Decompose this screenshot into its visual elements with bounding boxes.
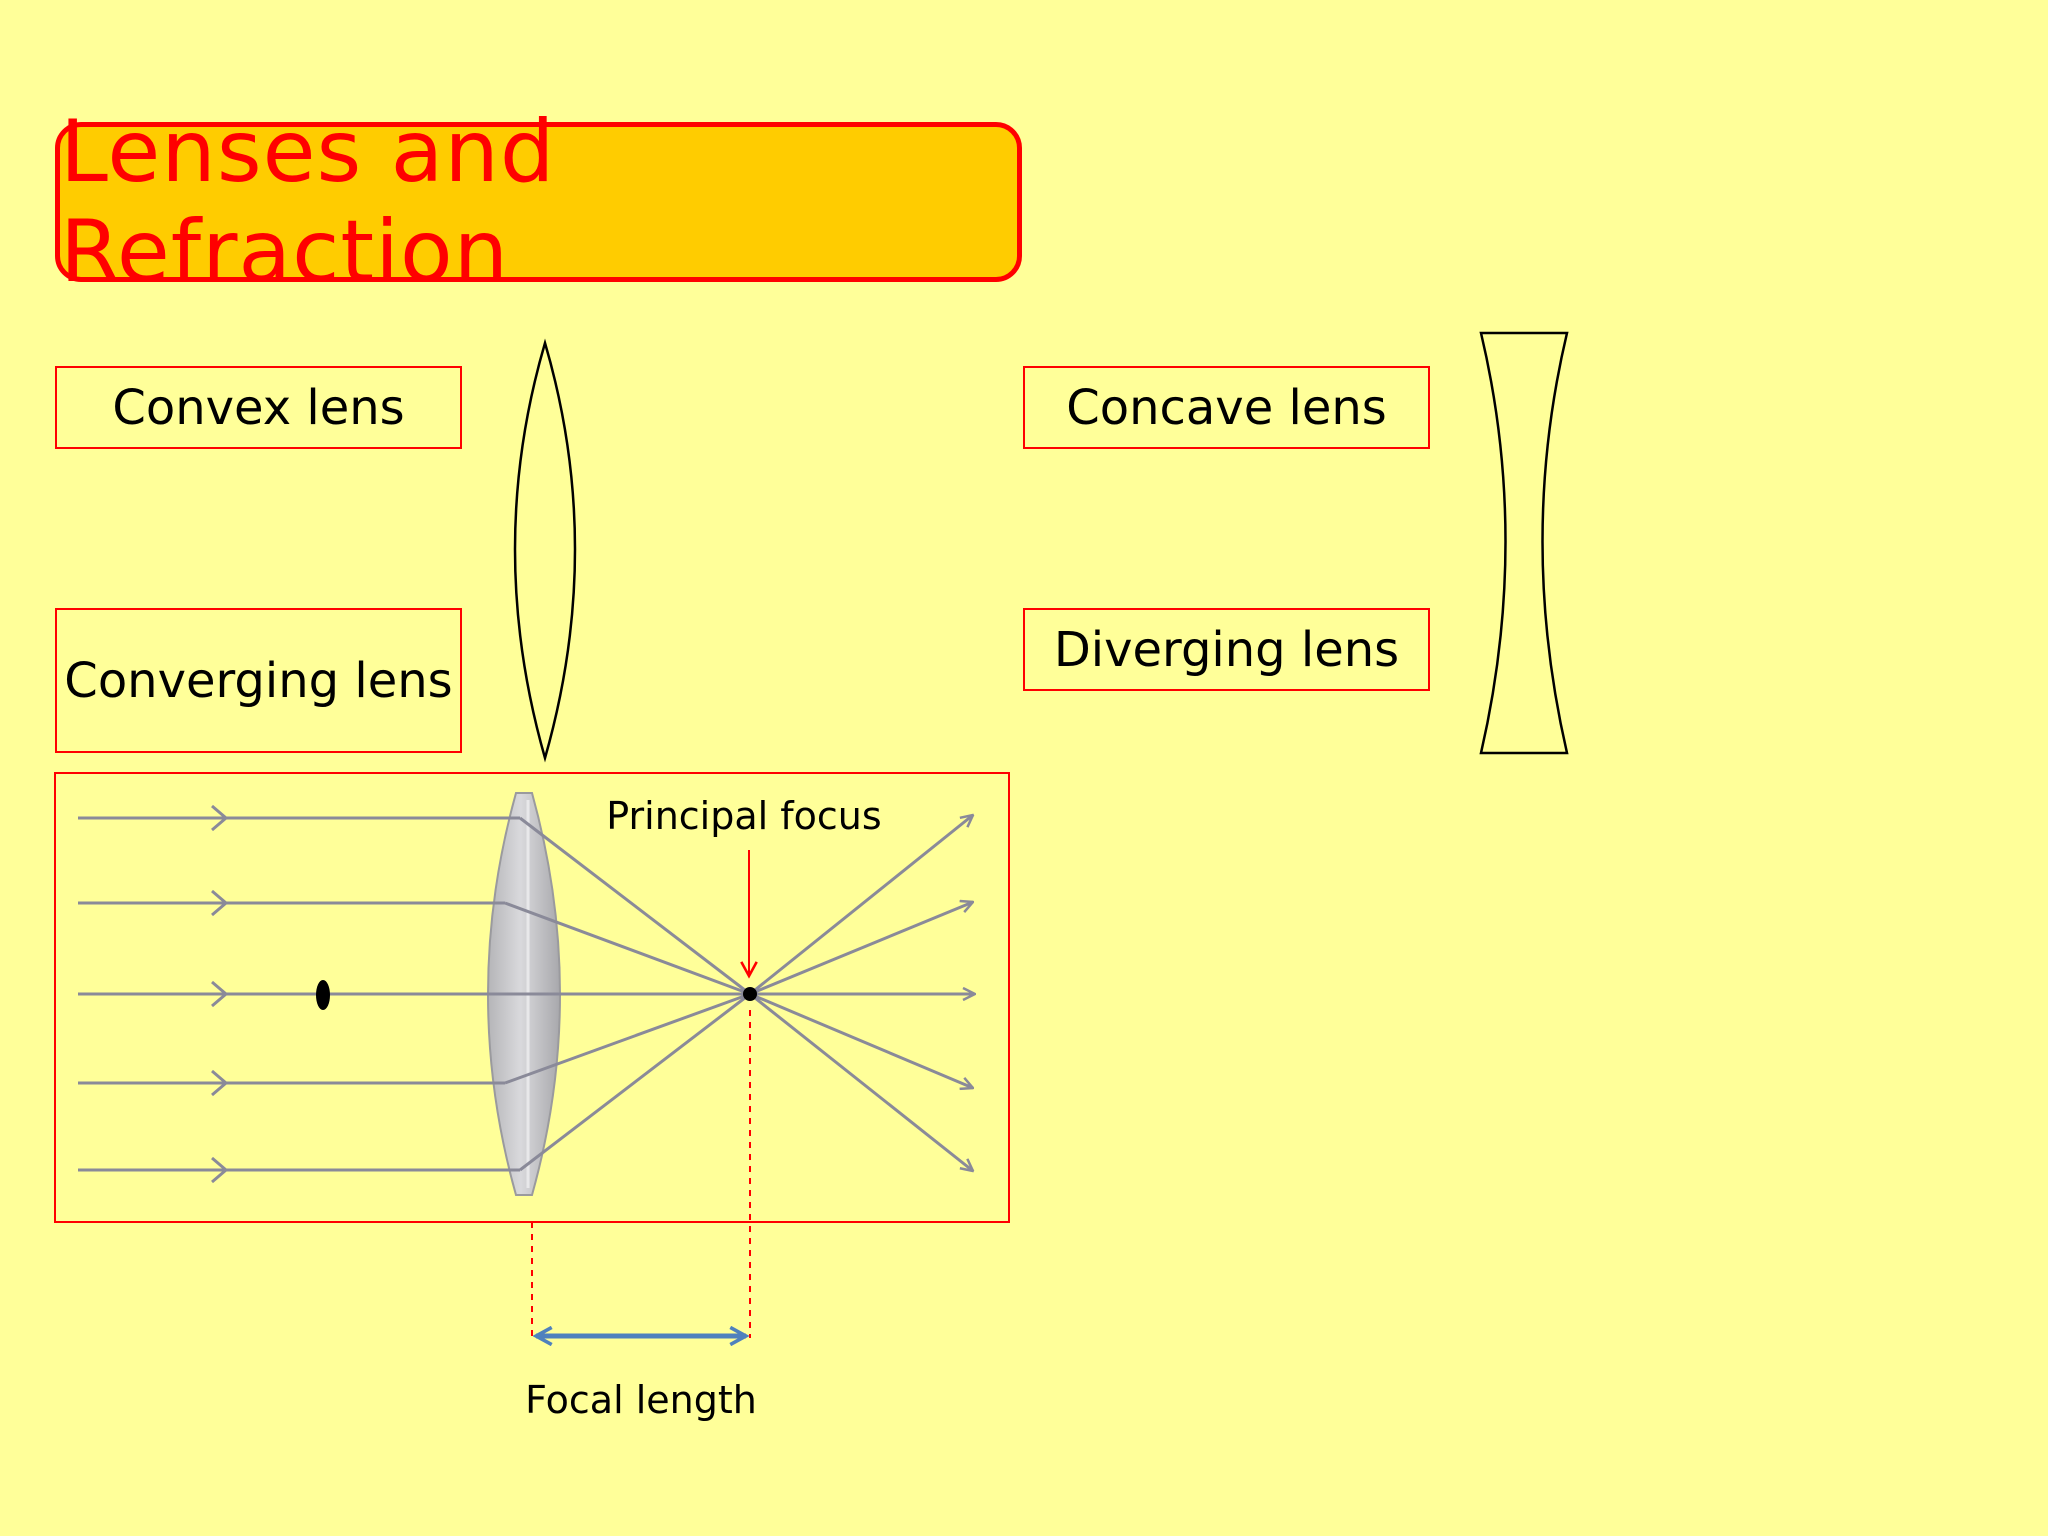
chevron-right-icon — [211, 1156, 229, 1184]
chevron-right-icon — [211, 889, 229, 917]
outgoing-rays — [749, 815, 975, 1171]
outgoing-ray — [749, 992, 973, 1088]
refracted-ray — [519, 816, 751, 996]
title-banner: Lenses and Refraction — [55, 102, 1022, 302]
refracted-ray — [504, 901, 751, 996]
direction-chevrons — [211, 804, 229, 1184]
refracted-ray — [504, 992, 751, 1085]
outgoing-ray — [749, 992, 973, 1171]
convex-lens-label: Convex lens — [55, 366, 462, 449]
focal-length-label: Focal length — [525, 1378, 757, 1422]
convex-lens-shape — [513, 338, 577, 763]
concave-lens-shape — [1479, 331, 1569, 755]
converging-lens-label: Converging lens — [55, 608, 462, 753]
outgoing-ray — [749, 902, 973, 996]
concave-lens-label: Concave lens — [1023, 366, 1430, 449]
diverging-lens-label: Diverging lens — [1023, 608, 1430, 691]
outgoing-ray — [749, 815, 973, 996]
refracted-ray — [519, 992, 751, 1172]
chevron-right-icon — [211, 980, 229, 1008]
page-title: Lenses and Refraction — [60, 102, 556, 302]
chevron-right-icon — [211, 1069, 229, 1097]
chevron-right-icon — [211, 804, 229, 832]
focus-point — [743, 987, 757, 1001]
refracted-rays — [504, 816, 751, 1172]
principal-focus-label: Principal focus — [606, 794, 881, 838]
object-point — [316, 980, 330, 1010]
incident-rays — [78, 816, 750, 1172]
